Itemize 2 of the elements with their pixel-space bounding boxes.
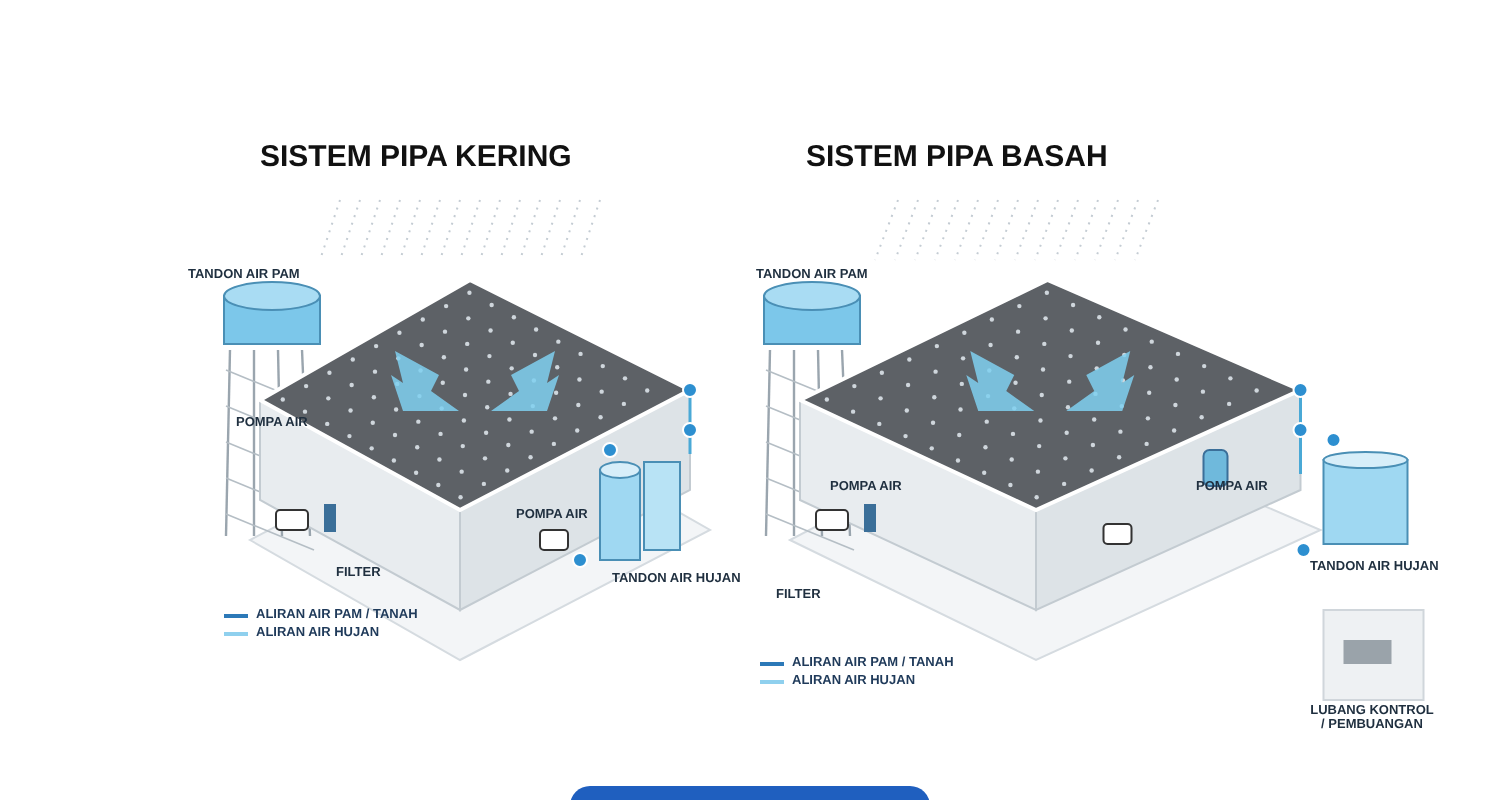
panel-heading: SISTEM PIPA KERING <box>260 140 572 174</box>
panel-heading: SISTEM PIPA BASAH <box>806 140 1108 174</box>
